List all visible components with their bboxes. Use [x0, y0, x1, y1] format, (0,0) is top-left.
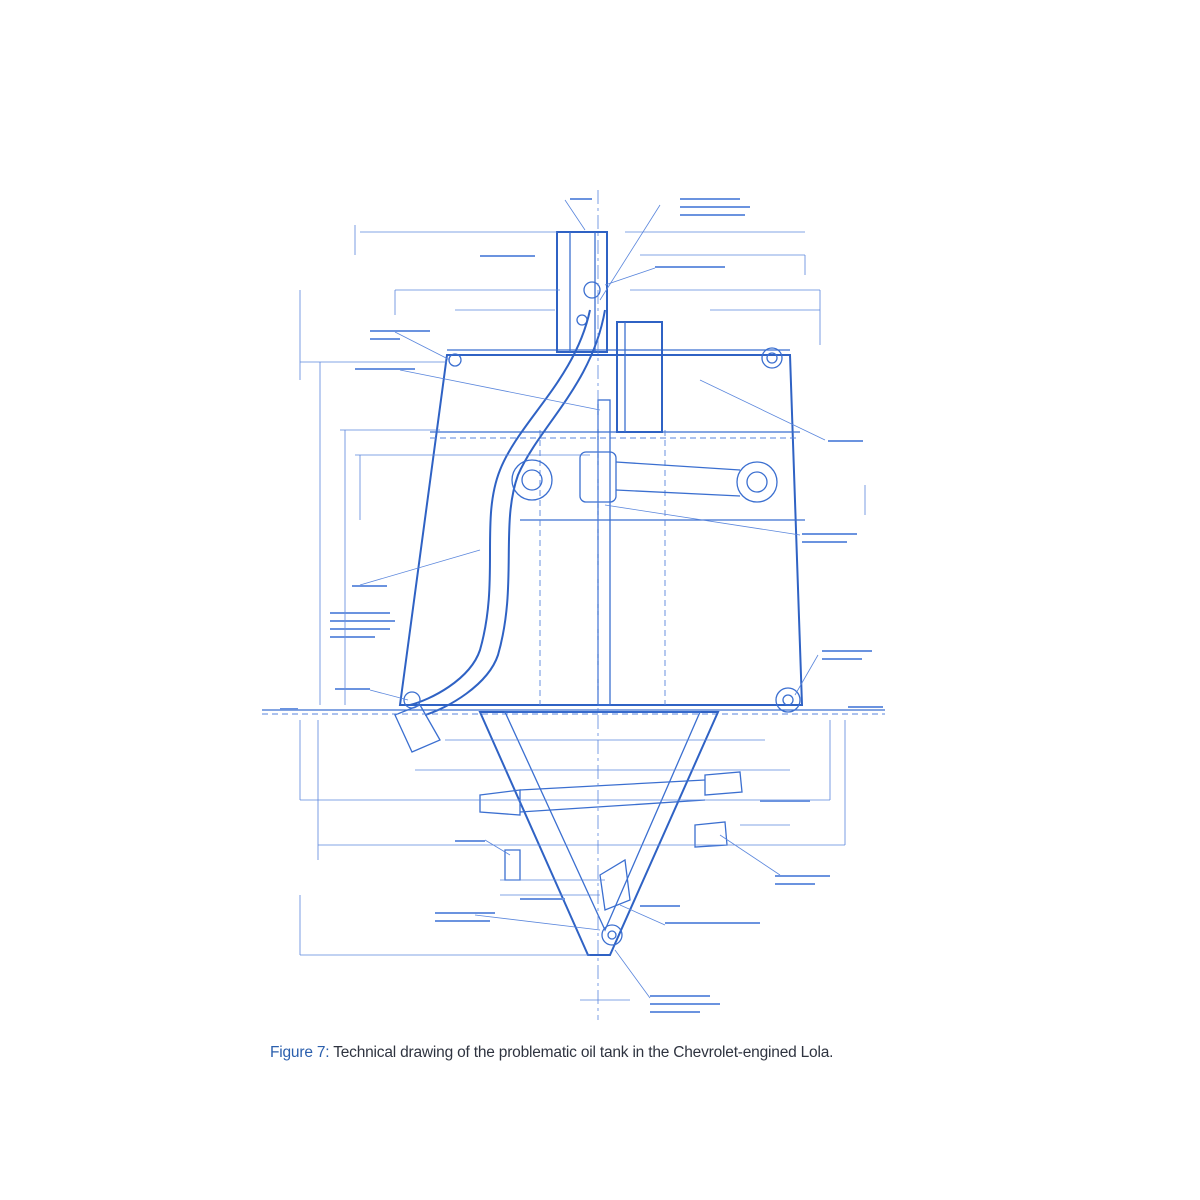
annotation-notes	[280, 198, 883, 1013]
figure-caption-text: Technical drawing of the problematic oil…	[329, 1044, 834, 1061]
dimension-lines	[299, 225, 866, 956]
mounting-bosses	[403, 347, 801, 713]
outlet-left	[394, 704, 441, 753]
leader-lines	[359, 199, 826, 999]
figure-label: Figure 7:	[270, 1044, 330, 1061]
figure-caption: Figure 7: Technical drawing of the probl…	[270, 1044, 1170, 1062]
curved-pipe	[409, 309, 606, 716]
breather-cylinder	[616, 321, 663, 433]
tank-body	[398, 349, 805, 706]
internal-baffle	[539, 399, 666, 706]
conical-sump	[478, 711, 743, 956]
filler-neck	[556, 231, 608, 353]
